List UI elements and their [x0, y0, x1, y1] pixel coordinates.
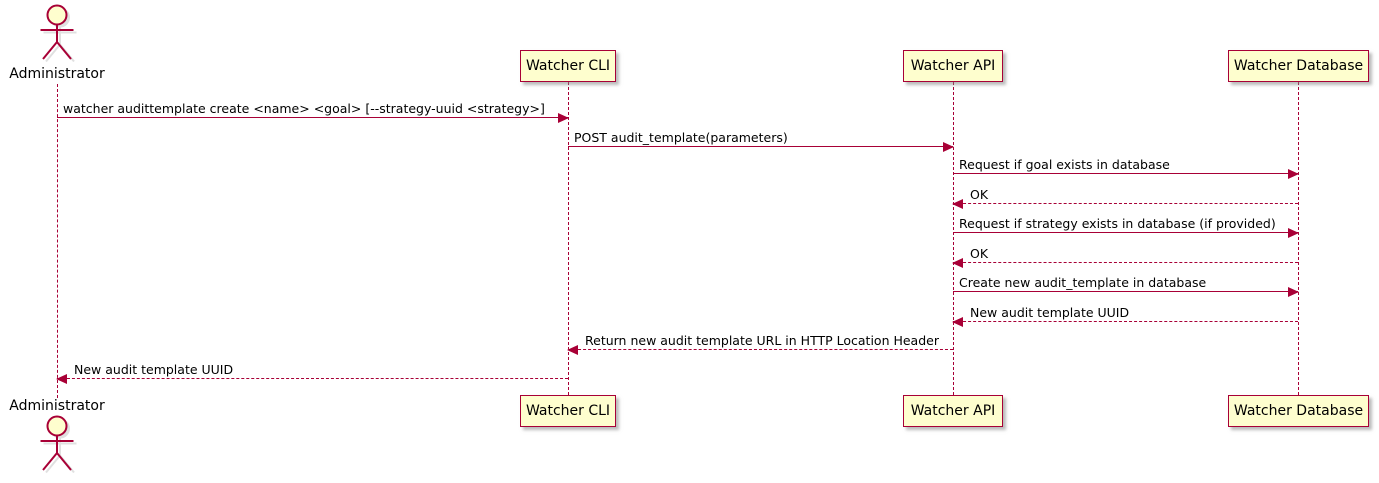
participant-label: Watcher Database	[1233, 58, 1364, 74]
arrow-line	[953, 228, 1299, 238]
arrow-line	[57, 113, 569, 123]
message-label: Request if goal exists in database	[959, 157, 1170, 172]
arrow-line	[568, 142, 954, 152]
message-label: New audit template UUID	[74, 362, 234, 377]
participant-watcher-api-bottom: Watcher API	[903, 395, 1003, 427]
arrow-line	[567, 345, 953, 355]
participant-label: Watcher CLI	[525, 58, 611, 74]
lifeline-watcher-api	[953, 82, 954, 395]
message-label: POST audit_template(parameters)	[574, 130, 788, 145]
participant-label: Watcher API	[910, 403, 996, 419]
actor-label-bottom: Administrator	[9, 398, 105, 414]
lifeline-administrator	[57, 84, 58, 398]
arrow-line	[953, 169, 1299, 179]
actor-icon	[40, 4, 77, 63]
message-label: Return new audit template URL in HTTP Lo…	[585, 333, 939, 348]
message-api-to-cli-return: Return new audit template URL in HTTP Lo…	[567, 333, 953, 355]
participant-watcher-database-bottom: Watcher Database	[1228, 395, 1369, 427]
message-admin-to-cli: watcher audittemplate create <name> <goa…	[57, 101, 569, 123]
message-cli-to-admin-uuid: New audit template UUID	[56, 362, 568, 384]
actor-label-top: Administrator	[9, 66, 105, 82]
participant-watcher-cli-top: Watcher CLI	[520, 50, 616, 82]
actor-icon	[40, 415, 77, 474]
message-cli-to-api: POST audit_template(parameters)	[568, 130, 954, 152]
arrow-line	[952, 317, 1298, 327]
arrow-line	[952, 199, 1298, 209]
message-db-to-api-ok2: OK	[952, 246, 1298, 268]
participant-watcher-cli-bottom: Watcher CLI	[520, 395, 616, 427]
message-label: watcher audittemplate create <name> <goa…	[63, 101, 545, 116]
arrow-line	[56, 374, 568, 384]
message-label: New audit template UUID	[970, 305, 1130, 320]
lifeline-watcher-database	[1298, 82, 1299, 395]
message-label: OK	[970, 187, 989, 202]
participant-watcher-database-top: Watcher Database	[1228, 50, 1369, 82]
message-db-to-api-uuid: New audit template UUID	[952, 305, 1298, 327]
participant-label: Watcher API	[910, 58, 996, 74]
lifeline-watcher-cli	[568, 82, 569, 395]
message-api-to-db-strategy: Request if strategy exists in database (…	[953, 216, 1299, 238]
message-api-to-db-goal: Request if goal exists in database	[953, 157, 1299, 179]
message-api-to-db-create: Create new audit_template in database	[953, 275, 1299, 297]
participant-label: Watcher Database	[1233, 403, 1364, 419]
message-label: Request if strategy exists in database (…	[959, 216, 1276, 231]
message-label: Create new audit_template in database	[959, 275, 1207, 290]
message-label: OK	[970, 246, 989, 261]
arrow-line	[953, 287, 1299, 297]
message-db-to-api-ok1: OK	[952, 187, 1298, 209]
participant-watcher-api-top: Watcher API	[903, 50, 1003, 82]
participant-label: Watcher CLI	[525, 403, 611, 419]
arrow-line	[952, 258, 1298, 268]
